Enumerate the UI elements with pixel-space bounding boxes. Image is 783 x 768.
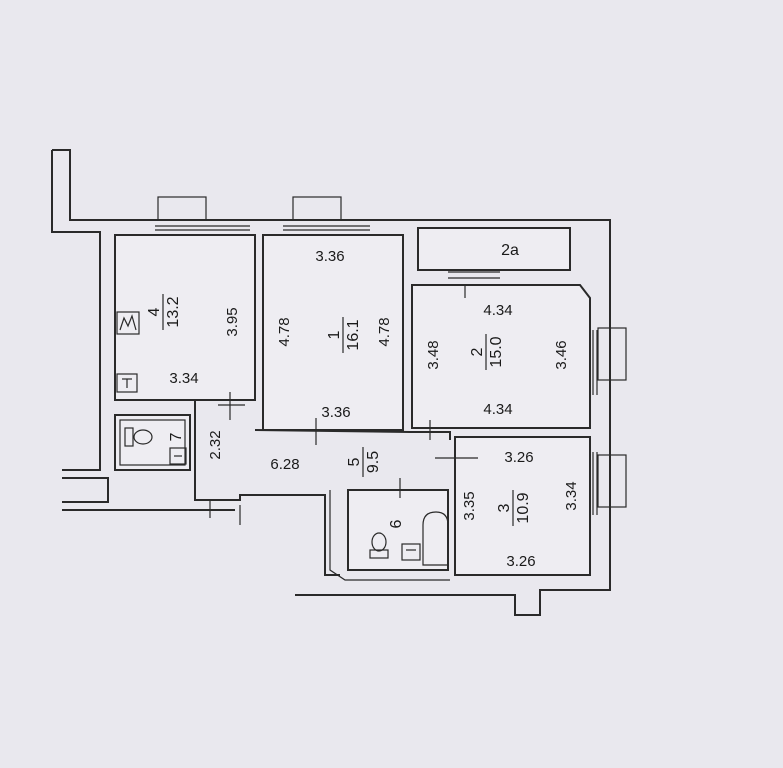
dimension-label: 4.78	[376, 317, 393, 346]
fixtures	[116, 311, 449, 566]
stove-icon	[116, 311, 140, 335]
room-4	[114, 234, 256, 401]
door-marks	[209, 285, 478, 525]
room-number: 1	[326, 330, 343, 339]
dimension-label: 3.26	[506, 553, 535, 570]
dimension-label: 3.35	[461, 491, 478, 520]
dimension-label: 4.34	[483, 401, 512, 418]
room-6	[347, 489, 449, 571]
room-1	[262, 234, 404, 431]
outer-walls	[51, 149, 611, 616]
room-number: 4	[146, 307, 163, 316]
room-area: 9.5	[365, 451, 382, 473]
room-7	[114, 414, 191, 471]
room-number: 2	[469, 347, 486, 356]
toilet-icon	[369, 532, 389, 559]
dimension-label: 3.48	[425, 340, 442, 369]
sink-icon	[116, 373, 138, 393]
room-3	[454, 436, 591, 576]
dimension-label: 3.36	[321, 404, 350, 421]
window-bays	[155, 196, 627, 515]
dimension-label: 6.28	[270, 456, 299, 473]
room-number: 5	[346, 457, 363, 466]
dimension-label: 3.95	[224, 307, 241, 336]
dimension-label: 4.78	[276, 317, 293, 346]
dimension-label: 4.34	[483, 302, 512, 319]
room-number: 3	[496, 503, 513, 512]
room-number: 2a	[501, 242, 519, 259]
dimension-label: 3.46	[553, 340, 570, 369]
dimension-label: 2.32	[207, 430, 224, 459]
room-2	[411, 284, 591, 429]
dimensions: 3.36 4.78 4.78 3.36 4.34 3.48 3.46 4.34 …	[169, 248, 580, 570]
room-area: 15.0	[488, 336, 505, 367]
room-labels: 4 13.2 1 16.1 2 15.0 3 10.9 5 9.5	[146, 242, 532, 528]
bathtub-icon	[422, 511, 449, 566]
dimension-label: 3.26	[504, 449, 533, 466]
room-number: 7	[168, 432, 185, 441]
sink-icon	[169, 447, 187, 465]
dimension-label: 3.34	[169, 370, 198, 387]
rooms	[114, 227, 591, 581]
toilet-icon	[124, 427, 153, 447]
room-area: 13.2	[165, 296, 182, 327]
sink-icon	[401, 543, 421, 561]
room-area: 16.1	[345, 319, 362, 350]
dimension-label: 3.36	[315, 248, 344, 265]
room-number: 6	[388, 519, 405, 528]
room-area: 10.9	[515, 492, 532, 523]
dimension-label: 3.34	[563, 481, 580, 510]
room-2a	[417, 227, 571, 271]
